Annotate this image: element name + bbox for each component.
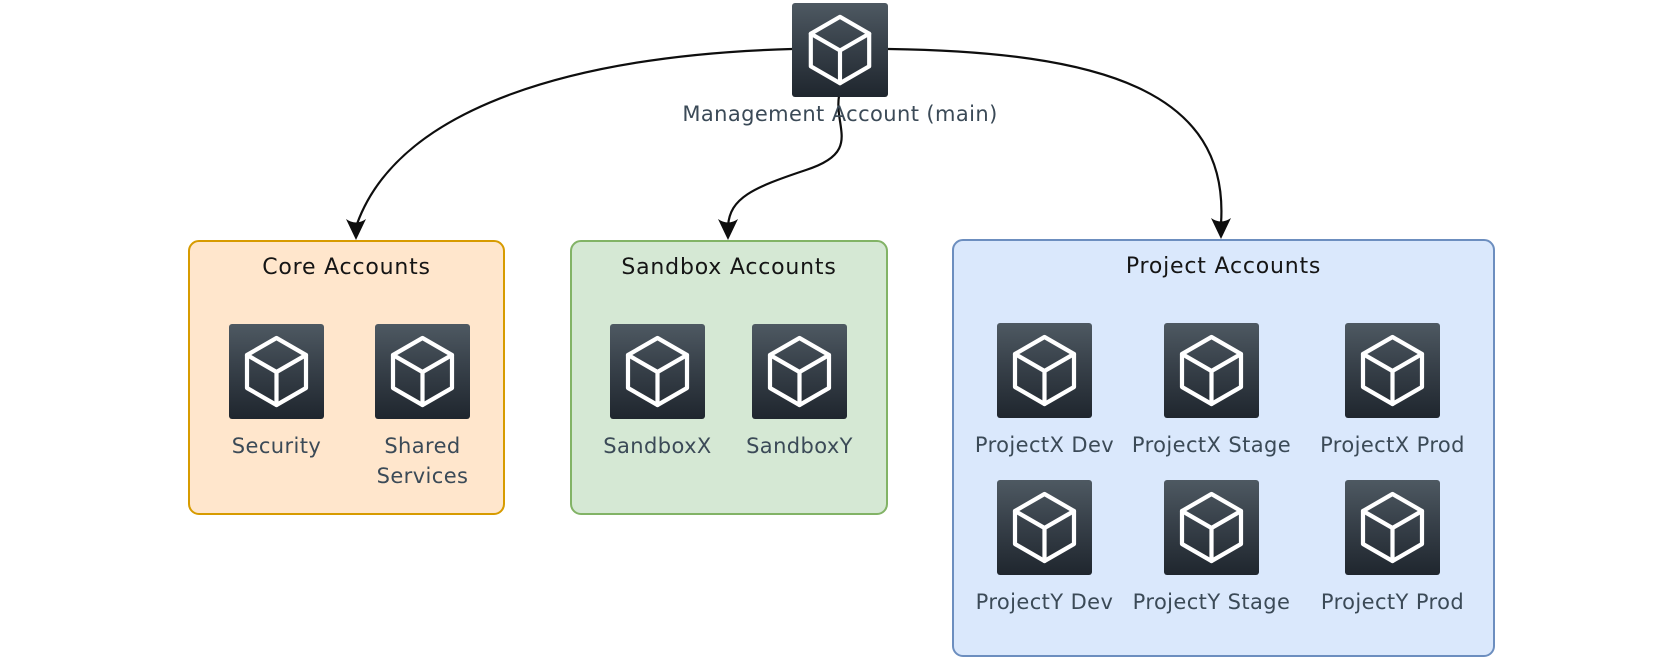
cube-icon [997,323,1092,418]
account-node-projectx-prod: ProjectX Prod [1320,323,1464,457]
group-title-core: Core Accounts [262,255,431,280]
account-node-projectx-dev: ProjectX Dev [975,323,1114,457]
account-node-sandboxx: SandboxX [603,324,711,458]
cube-icon [375,324,470,419]
arrow-to-core-accounts [355,47,794,226]
account-label: ProjectY Prod [1320,590,1465,614]
cube-icon [1164,480,1259,575]
cube-icon [1345,480,1440,575]
cube-icon [997,480,1092,575]
account-label: ProjectX Dev [974,433,1115,457]
account-label: ProjectX Stage [1131,433,1292,457]
account-node-projecty-prod: ProjectY Prod [1321,480,1464,614]
group-core-accounts: Core Accounts Security Shared Services [188,240,505,515]
arrowhead-core [346,219,366,240]
cube-icon [610,324,705,419]
management-account-label: Management Account (main) [682,102,998,126]
account-node-projecty-stage: ProjectY Stage [1133,480,1290,614]
account-node-sandboxy: SandboxY [746,324,853,458]
account-node-security: Security [229,324,324,458]
account-label: SandboxY [746,434,853,458]
management-account-node [792,3,888,97]
account-node-projecty-dev: ProjectY Dev [976,480,1113,614]
cube-icon [229,324,324,419]
account-label: Security [231,434,322,458]
account-node-projectx-stage: ProjectX Stage [1132,323,1291,457]
account-label: SandboxX [603,434,712,458]
arrowhead-project [1211,218,1231,239]
account-label: Shared Services [376,434,469,488]
account-label: ProjectY Dev [975,590,1114,614]
group-project-accounts: Project Accounts ProjectX Dev ProjectX S… [952,239,1495,657]
cube-icon [1164,323,1259,418]
cube-icon [792,3,888,97]
group-title-sandbox: Sandbox Accounts [621,255,837,280]
cube-icon [752,324,847,419]
cube-icon [1345,323,1440,418]
account-label: ProjectX Prod [1320,433,1465,457]
group-title-project: Project Accounts [1125,254,1322,279]
account-node-shared-services: Shared Services [375,324,470,488]
arrowhead-sandbox [718,219,738,240]
arrow-to-project-accounts [886,47,1223,226]
group-sandbox-accounts: Sandbox Accounts SandboxX SandboxY [570,240,888,515]
account-label: ProjectY Stage [1132,590,1291,614]
